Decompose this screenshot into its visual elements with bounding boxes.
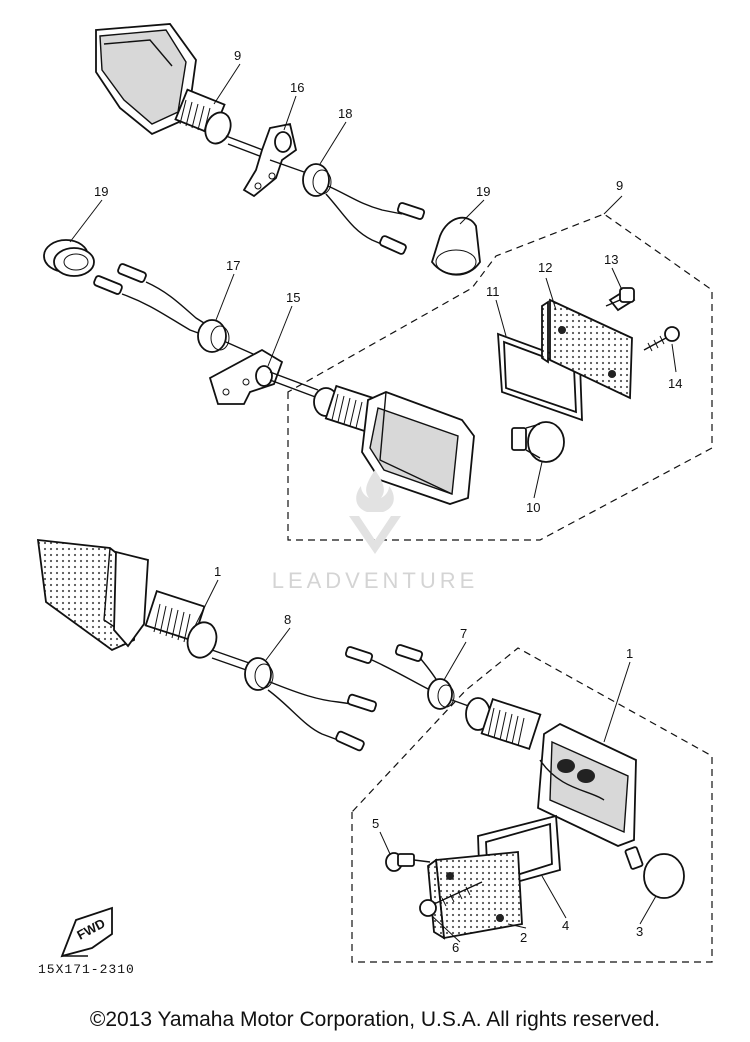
screw-13: [605, 287, 636, 312]
screw-5: [385, 852, 431, 872]
callout-9-right: 9: [616, 178, 623, 193]
callout-19-left: 19: [94, 184, 108, 199]
callout-2: 2: [520, 930, 527, 945]
cap-19-right: [431, 216, 481, 276]
turn-signal-rear-left: [36, 538, 253, 673]
bulb-3: [624, 846, 685, 899]
callout-18: 18: [338, 106, 352, 121]
screw-14: [643, 326, 680, 352]
callout-7: 7: [460, 626, 467, 641]
callout-14: 14: [668, 376, 682, 391]
lens-2: [427, 851, 523, 940]
callout-10: 10: [526, 500, 540, 515]
bracket-15: [208, 348, 319, 405]
copyright-notice: ©2013 Yamaha Motor Corporation, U.S.A. A…: [89, 1008, 661, 1031]
exploded-box-1: [351, 647, 713, 963]
leader-lines: [69, 63, 677, 943]
watermark-text: LEADVENTURE: [271, 568, 479, 593]
lens-12: [541, 298, 633, 400]
callout-4: 4: [562, 918, 569, 933]
callout-1-right: 1: [626, 646, 633, 661]
fwd-arrow-icon: FWD: [60, 906, 113, 958]
grommet-18: [269, 159, 426, 255]
diagram-part-code: 15X171-2310: [38, 962, 135, 977]
callout-15: 15: [286, 290, 300, 305]
wire-harness-17: [93, 263, 263, 359]
turn-signal-front-right: [313, 384, 475, 505]
callout-17: 17: [226, 258, 240, 273]
callout-11: 11: [486, 284, 500, 299]
turn-signal-front-left: [95, 23, 271, 161]
callout-16: 16: [290, 80, 304, 95]
turn-signal-rear-right: [465, 697, 637, 847]
bulb-10: [511, 421, 565, 463]
callout-6: 6: [452, 940, 459, 955]
callout-1-top: 1: [214, 564, 221, 579]
grommet-7: [344, 644, 475, 710]
parts-diagram: FWD 9 16 18 19 19 9 17 15 12 13 11 14 10…: [36, 23, 713, 963]
screw-6: [419, 881, 483, 917]
grommet-8: [244, 657, 377, 752]
callout-12: 12: [538, 260, 552, 275]
cap-19-left: [43, 239, 95, 277]
leadventure-logo-icon: [349, 470, 401, 554]
callout-19-right: 19: [476, 184, 490, 199]
callout-8: 8: [284, 612, 291, 627]
callout-13: 13: [604, 252, 618, 267]
callout-5: 5: [372, 816, 379, 831]
callout-9-top: 9: [234, 48, 241, 63]
callout-3: 3: [636, 924, 643, 939]
